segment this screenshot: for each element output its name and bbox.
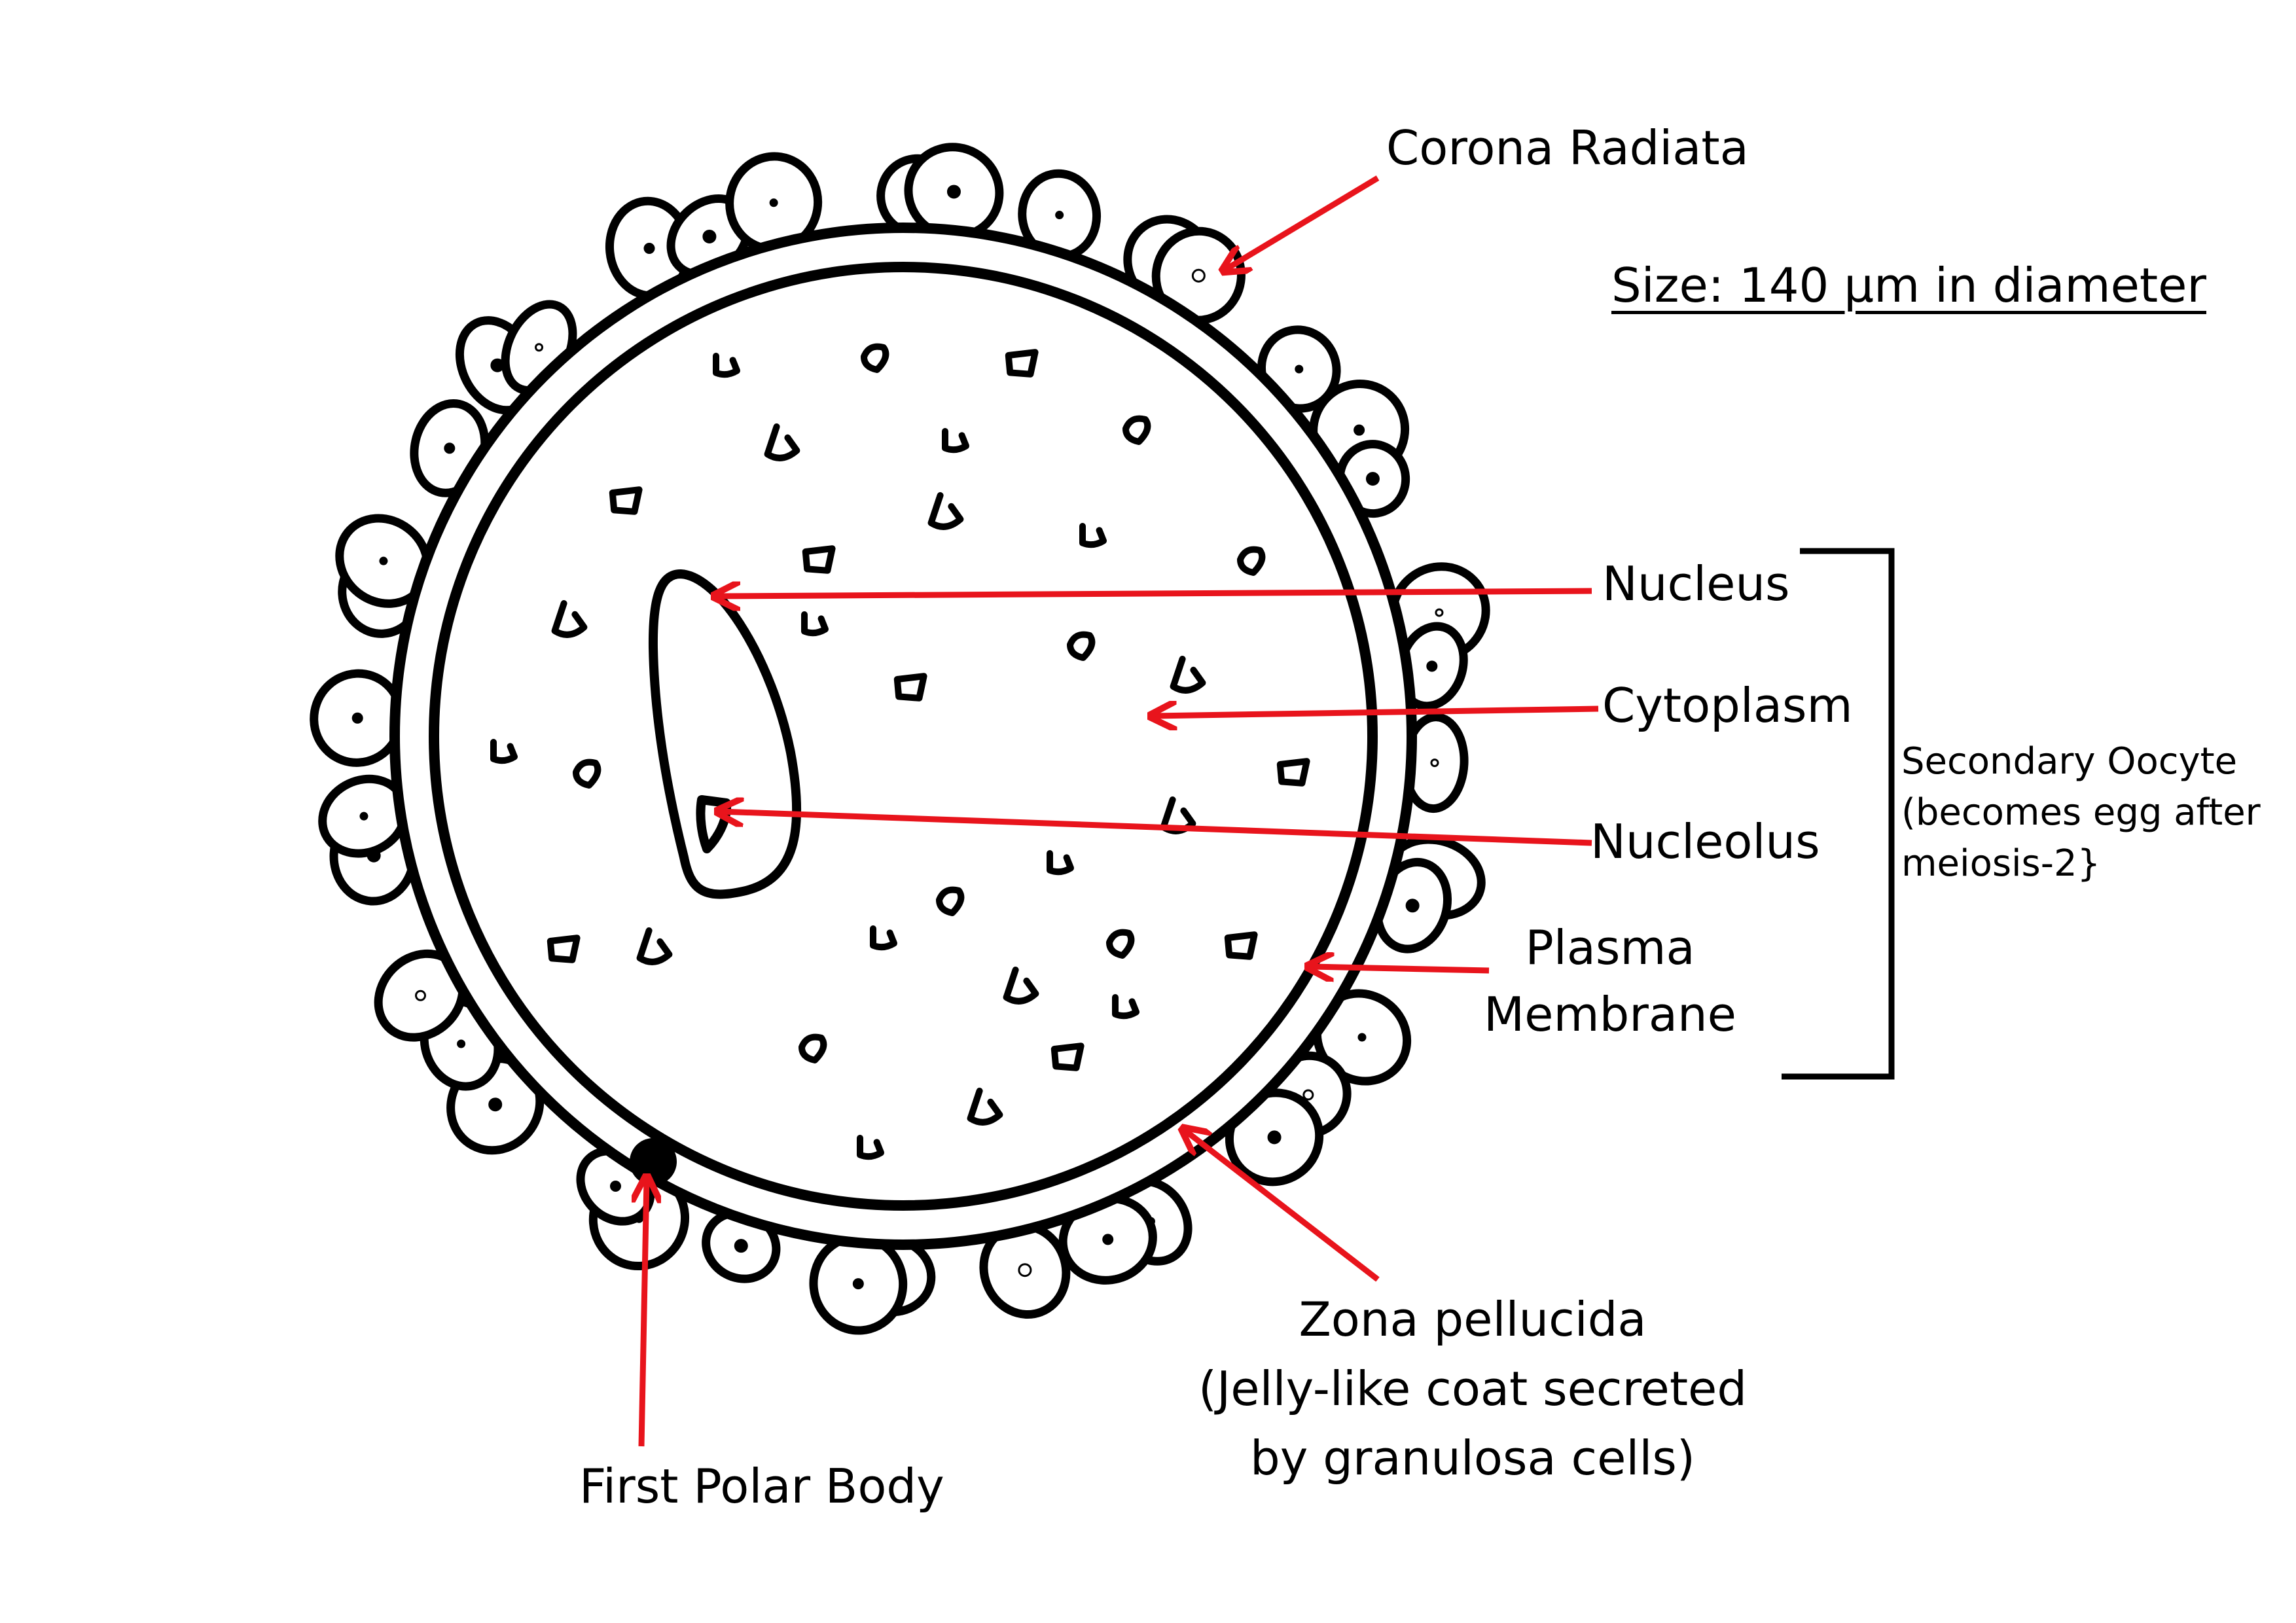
cytoplasm-granule [1003, 967, 1039, 1005]
arrow-nucleolus [720, 812, 1592, 846]
cytoplasm-granule [893, 673, 927, 702]
corona-cell-nucleus [415, 990, 427, 1001]
corona-cell-nucleus [488, 1097, 503, 1112]
label-secondary-oocyte: Secondary Oocyte (becomes egg after meio… [1901, 743, 2261, 882]
arrow-plasma-membrane [1310, 967, 1490, 971]
cytoplasm-granule [942, 428, 969, 454]
corona-cell-nucleus [535, 343, 544, 352]
corona-cell-nucleus [1357, 1033, 1367, 1042]
corona-cell-nucleus [1354, 424, 1365, 436]
corona-cell-nucleus [1405, 899, 1420, 913]
arrow-zona-pellucida [1185, 1130, 1380, 1282]
cytoplasm-granule [1047, 850, 1074, 876]
cytoplasm-granule [798, 1033, 827, 1063]
label-zona-pellucida: Zona pellucida (Jelly-like coat secreted… [1158, 1296, 1787, 1482]
corona-cell-nucleus [359, 812, 368, 821]
label-secondary-oocyte-line2: (becomes egg after [1901, 791, 2261, 834]
corona-cell-nucleus [1426, 660, 1438, 672]
corona-cell-nucleus [769, 198, 778, 207]
arrow-first-polar-body [641, 1179, 647, 1447]
corona-cell-nucleus [643, 243, 655, 255]
cytoplasm-granule [1079, 523, 1107, 548]
cytoplasm-granule [1067, 631, 1096, 661]
corona-cell-nucleus [1191, 268, 1206, 283]
label-secondary-oocyte-line1: Secondary Oocyte [1901, 740, 2238, 783]
cytoplasm-granule [573, 758, 601, 789]
corona-cell-nucleus [946, 185, 961, 199]
label-plasma-membrane: Plasma Membrane [1466, 924, 1754, 1038]
cytoplasm-granule [1224, 931, 1258, 960]
corona-cell-nucleus [457, 1039, 466, 1048]
cytoplasm-granule [1106, 929, 1135, 959]
cytoplasm-granule [870, 925, 897, 951]
label-plasma-membrane-line1: Plasma [1525, 920, 1695, 975]
cytoplasm-granule [1122, 415, 1151, 445]
corona-cell-nucleus [734, 1239, 748, 1253]
cytoplasm-granule [713, 353, 740, 378]
corona-cell-nucleus [1102, 1234, 1114, 1245]
cytoplasm-granule [1170, 656, 1206, 694]
first-polar-body [630, 1138, 677, 1185]
cytoplasm-granule [857, 1135, 884, 1160]
cytoplasm-granule [801, 611, 829, 637]
label-zona-pellucida-line1: Zona pellucida [1299, 1292, 1647, 1347]
corona-cell-nucleus [1435, 608, 1444, 617]
corona-cell-nucleus [1430, 758, 1439, 768]
cytoplasm-granule [547, 935, 581, 963]
label-first-polar-body: First Polar Body [579, 1459, 944, 1514]
label-corona-radiata: Corona Radiata [1386, 120, 1749, 175]
cytoplasm-granule [1276, 758, 1310, 787]
corona-cell-nucleus [609, 1181, 621, 1192]
corona-cell-nucleus [1365, 472, 1380, 486]
corona-cell-nucleus [702, 229, 717, 243]
cytoplasm-granule [636, 927, 673, 965]
cytoplasm-granule [802, 545, 836, 574]
cytoplasm-granule [967, 1088, 1003, 1126]
plasma-membrane [429, 262, 1378, 1211]
arrow-cytoplasm [1153, 709, 1599, 716]
arrow-corona-radiata [1225, 175, 1380, 270]
cytoplasm-granule [764, 423, 800, 461]
arrow-nucleus [717, 591, 1592, 596]
label-plasma-membrane-line2: Membrane [1484, 987, 1736, 1042]
label-nucleolus: Nucleolus [1590, 814, 1820, 869]
corona-cell-nucleus [351, 712, 363, 724]
label-nucleus: Nucleus [1602, 556, 1790, 611]
corona-cell-nucleus [1267, 1130, 1282, 1145]
label-zona-pellucida-line3: by granulosa cells) [1250, 1431, 1695, 1486]
cytoplasm-granule [936, 886, 965, 916]
corona-cell-nucleus [1018, 1263, 1032, 1277]
label-size: Size: 140 µm in diameter [1611, 258, 2206, 313]
secondary-oocyte-bracket [1782, 548, 1895, 1080]
corona-cell-nucleus [1302, 1089, 1314, 1101]
cytoplasm-granule [1050, 1043, 1085, 1071]
label-cytoplasm: Cytoplasm [1602, 678, 1853, 733]
pointer-arrows [641, 175, 1599, 1447]
cytoplasm-granule [861, 343, 889, 373]
cytoplasm-granule [609, 486, 643, 515]
label-zona-pellucida-line2: (Jelly-like coat secreted [1198, 1361, 1748, 1416]
label-secondary-oocyte-line3: meiosis-2} [1901, 842, 2101, 885]
cytoplasm-granule [927, 492, 964, 530]
cytoplasm-granule [1237, 546, 1266, 576]
cytoplasm-granule [1005, 349, 1039, 378]
cytoplasm-granule [490, 739, 518, 764]
corona-cell-nucleus [379, 556, 388, 565]
cytoplasm-granule [1112, 994, 1139, 1020]
cytoplasm-granule [551, 600, 588, 638]
corona-cell-nucleus [1295, 365, 1304, 374]
corona-cell-nucleus [1055, 211, 1064, 220]
corona-cell-nucleus [852, 1278, 864, 1290]
corona-cell-nucleus [444, 442, 456, 454]
